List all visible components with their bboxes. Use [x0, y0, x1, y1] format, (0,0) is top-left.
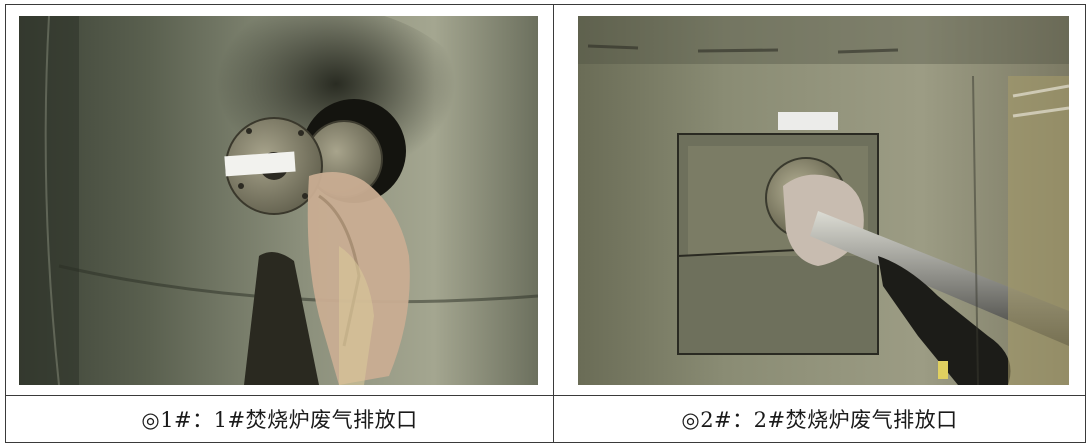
- photo-table: ◎1#：1#焚烧炉废气排放口 ◎2#：2#焚烧炉废气排放口: [5, 4, 1086, 443]
- photo-2-caption: ◎2#：2#焚烧炉废气排放口: [681, 408, 958, 432]
- caption-cell-2: ◎2#：2#焚烧炉废气排放口: [553, 395, 1086, 443]
- photo-1-exhaust-outlet: [19, 15, 538, 385]
- photo-1-image: [19, 15, 538, 385]
- photo-1-caption: ◎1#：1#焚烧炉废气排放口: [141, 408, 418, 432]
- photo-cell-2: [553, 4, 1086, 396]
- photo-2-image: [578, 15, 1069, 385]
- photo-row: [5, 4, 1086, 396]
- photo-2-exhaust-outlet: [578, 15, 1069, 385]
- photo-cell-1: [5, 4, 554, 396]
- caption-cell-1: ◎1#：1#焚烧炉废气排放口: [5, 395, 554, 443]
- caption-row: ◎1#：1#焚烧炉废气排放口 ◎2#：2#焚烧炉废气排放口: [5, 395, 1086, 443]
